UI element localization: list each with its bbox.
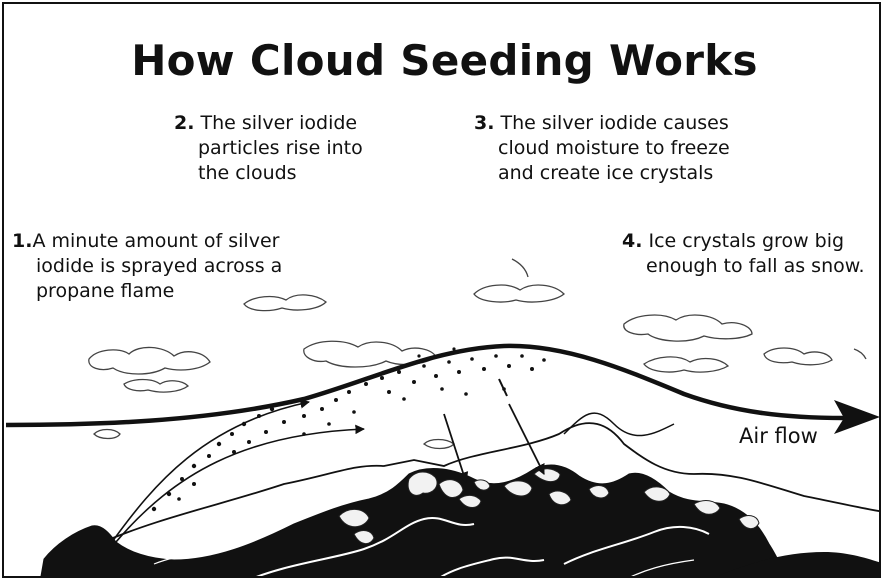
cloud-right-1 — [624, 315, 752, 341]
air-flow-arrow — [6, 346, 844, 425]
step-3-line-2: cloud moisture to freeze — [474, 136, 730, 161]
step-4-line-2: enough to fall as snow. — [622, 254, 865, 279]
step-3-line-1: The silver iodide causes — [501, 112, 729, 134]
cloud-top — [474, 285, 564, 302]
page-title: How Cloud Seeding Works — [4, 36, 881, 85]
step-3-number: 3. — [474, 112, 494, 134]
step-3: 3. The silver iodide causes cloud moistu… — [474, 111, 730, 186]
step-2-line-3: the clouds — [174, 161, 363, 186]
cloud-left — [89, 347, 210, 374]
air-flow-label: Air flow — [739, 424, 818, 448]
step-1-line-2: iodide is sprayed across a — [12, 254, 282, 279]
step-3-line-3: and create ice crystals — [474, 161, 730, 186]
step-4-number: 4. — [622, 230, 642, 252]
step-2-line-2: particles rise into — [174, 136, 363, 161]
cloud-low-mid — [424, 440, 454, 449]
snowfall-arrows — [444, 404, 544, 482]
cloud-wisp-2 — [854, 349, 866, 359]
cloud-left-2 — [124, 380, 188, 393]
step-1-number: 1. — [12, 230, 32, 252]
cloud-right-3 — [764, 348, 832, 365]
step-4-line-1: Ice crystals grow big — [649, 230, 845, 252]
cloud-right-2 — [644, 357, 728, 372]
cloud-low-left — [94, 430, 120, 439]
step-1: 1.A minute amount of silver iodide is sp… — [12, 229, 282, 304]
snowfall-dash — [499, 379, 507, 396]
step-2-number: 2. — [174, 112, 194, 134]
step-2: 2. The silver iodide particles rise into… — [174, 111, 363, 186]
step-4: 4. Ice crystals grow big enough to fall … — [622, 229, 865, 279]
step-1-line-3: propane flame — [12, 279, 282, 304]
step-2-line-1: The silver iodide — [201, 112, 358, 134]
step-1-line-1: A minute amount of silver — [32, 230, 279, 252]
cloud-wisp-1 — [512, 259, 528, 277]
